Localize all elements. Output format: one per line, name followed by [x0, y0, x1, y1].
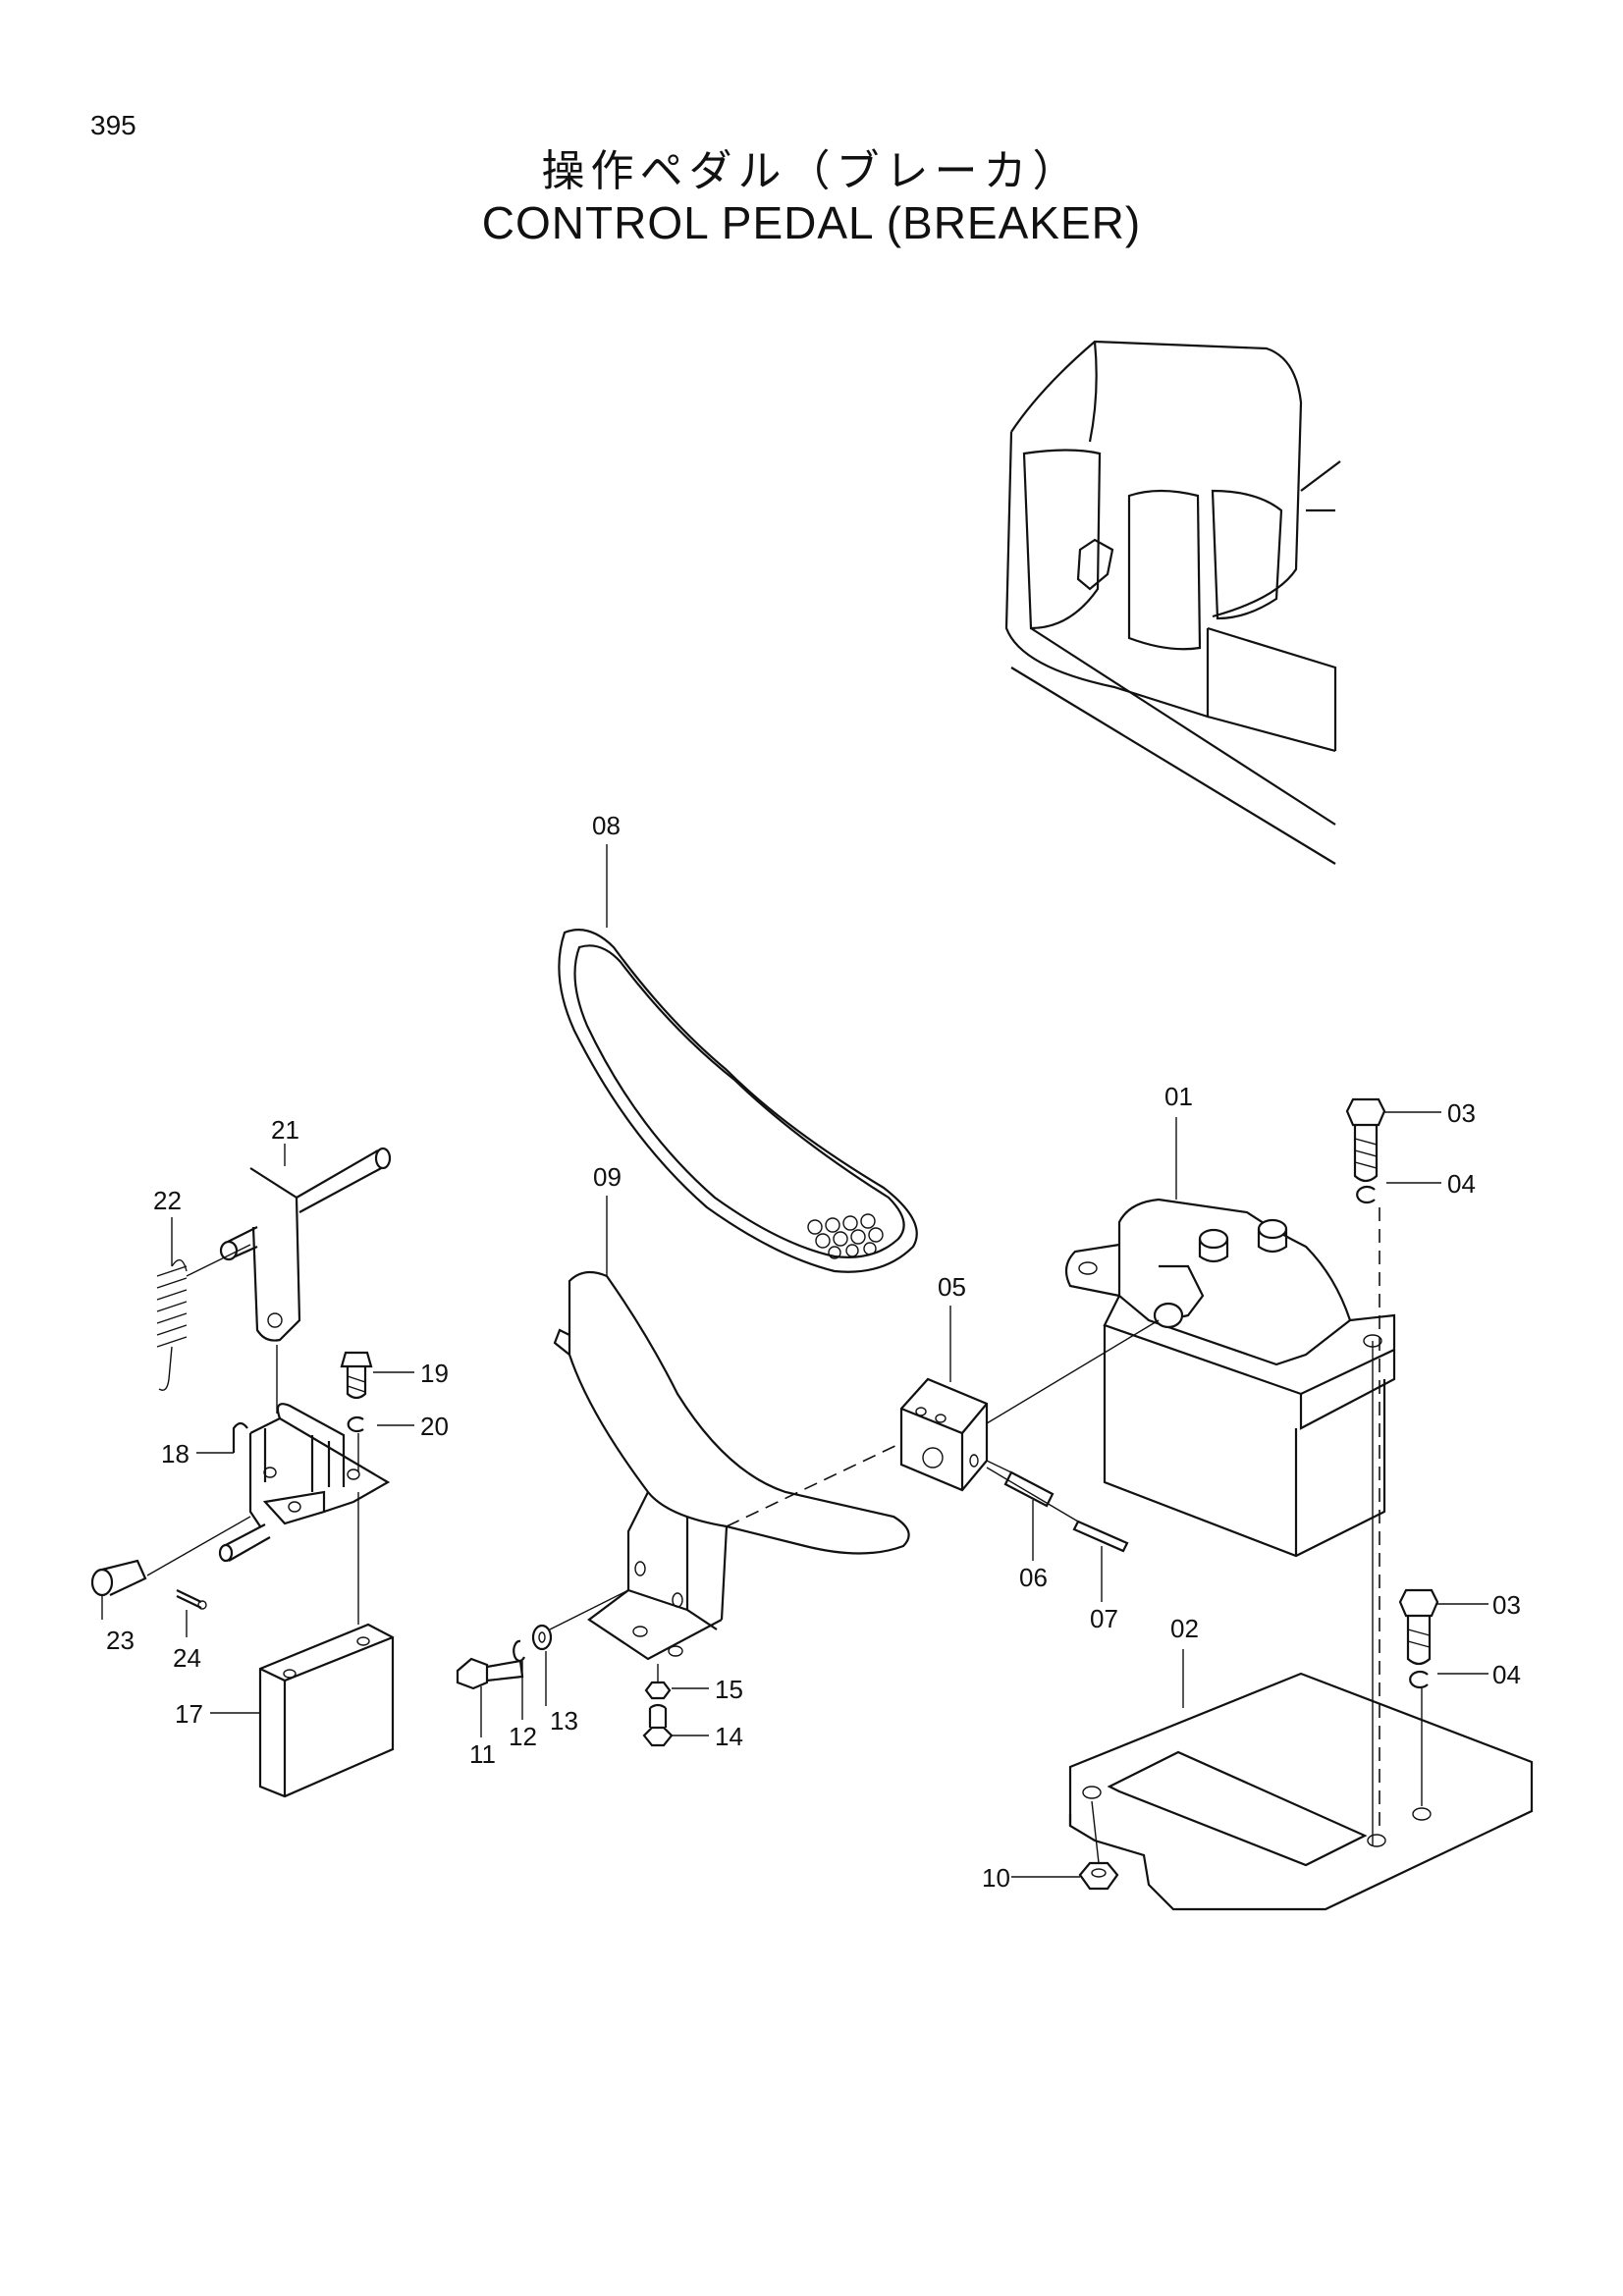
callout-17: 17	[175, 1699, 203, 1729]
callout-02: 02	[1170, 1614, 1199, 1643]
part-03-bolt-lower	[1398, 1588, 1439, 1666]
part-11-bolt	[456, 1657, 524, 1690]
callout-20: 20	[420, 1412, 449, 1441]
part-02-base-plate	[1068, 1672, 1534, 1911]
part-10-nut	[1078, 1861, 1119, 1891]
part-08-pedal-cover	[558, 929, 918, 1273]
callout-03-lower: 03	[1492, 1590, 1521, 1620]
part-17-block	[258, 1623, 395, 1798]
part-12-lockwasher	[513, 1639, 525, 1662]
title-english: CONTROL PEDAL (BREAKER)	[481, 197, 1142, 248]
callout-labels: 01 02 03 03 04 04 05 06 07 08 09 10 11 1…	[106, 811, 1521, 1893]
callout-11: 11	[469, 1739, 496, 1769]
assembly-lines	[146, 1207, 1423, 1864]
callout-06: 06	[1019, 1563, 1048, 1592]
callout-09: 09	[593, 1162, 622, 1192]
callout-21: 21	[271, 1115, 299, 1145]
part-15-nut	[644, 1681, 672, 1700]
leader-lines	[101, 844, 1488, 1878]
callout-24: 24	[173, 1643, 201, 1673]
part-13-washer	[531, 1624, 553, 1651]
callout-10: 10	[982, 1863, 1010, 1893]
callout-01: 01	[1164, 1082, 1193, 1111]
part-20-lockwasher	[347, 1415, 364, 1433]
callout-08: 08	[592, 811, 621, 840]
part-05-block	[899, 1377, 989, 1492]
part-18-bracket	[218, 1403, 391, 1563]
part-04-washer-lower	[1409, 1670, 1429, 1689]
part-09-pedal	[553, 1270, 910, 1661]
callout-05: 05	[938, 1272, 966, 1302]
callout-18: 18	[161, 1439, 189, 1468]
callout-04-upper: 04	[1447, 1169, 1476, 1199]
callout-03-upper: 03	[1447, 1098, 1476, 1128]
part-03-bolt-upper	[1345, 1097, 1386, 1183]
callout-19: 19	[420, 1359, 449, 1388]
part-14-bolt	[642, 1703, 674, 1747]
part-06-pin	[1003, 1470, 1055, 1508]
part-07-pin	[1072, 1520, 1129, 1553]
title-japanese: 操作ペダル（ブレーカ）	[541, 146, 1082, 196]
page-number: 395	[90, 110, 136, 140]
callout-13: 13	[550, 1706, 578, 1735]
callout-14: 14	[715, 1722, 743, 1751]
part-04-washer-upper	[1356, 1185, 1376, 1204]
callout-15: 15	[715, 1675, 743, 1704]
callout-07: 07	[1090, 1604, 1118, 1633]
callout-04-lower: 04	[1492, 1660, 1521, 1689]
part-24-cotter-pin	[176, 1589, 207, 1610]
callout-12: 12	[509, 1722, 537, 1751]
callout-22: 22	[153, 1186, 182, 1215]
excavator-cab-illustration	[1004, 340, 1341, 865]
part-01-pilot-valve	[1064, 1198, 1396, 1558]
part-22-spring	[156, 1258, 188, 1391]
part-21-lever	[219, 1147, 392, 1342]
part-19-bolt	[340, 1351, 373, 1400]
part-23-pin	[90, 1559, 147, 1597]
callout-23: 23	[106, 1626, 135, 1655]
